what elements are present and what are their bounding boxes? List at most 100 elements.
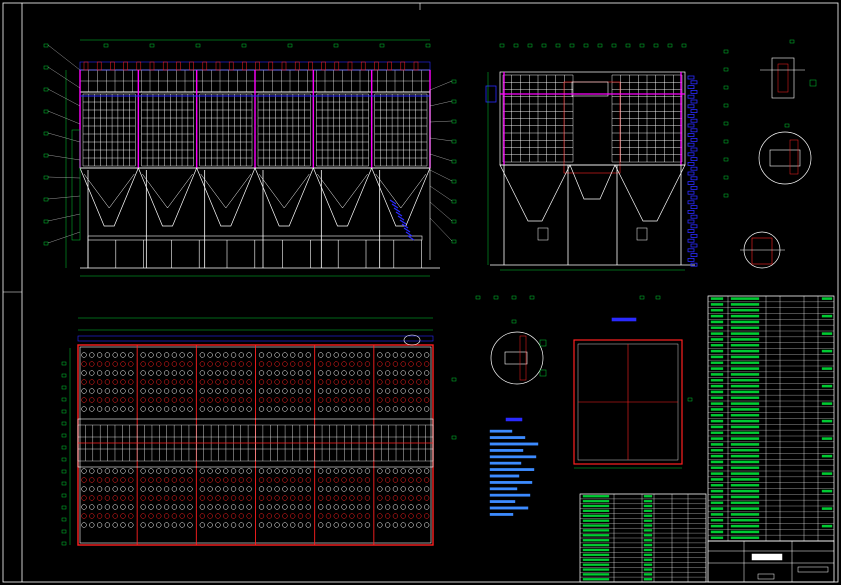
filter-bag xyxy=(148,504,154,510)
filter-bag xyxy=(408,504,414,510)
filter-bag xyxy=(199,406,205,412)
filter-bag xyxy=(230,370,237,376)
filter-bag xyxy=(325,397,332,403)
top-nozzle xyxy=(215,61,221,71)
filter-bag xyxy=(156,468,162,474)
filter-bag xyxy=(128,468,134,474)
title-scale xyxy=(757,573,775,580)
filter-bag xyxy=(416,370,422,376)
filter-bag xyxy=(179,468,185,474)
filter-bag xyxy=(364,388,371,394)
filter-bag xyxy=(290,397,296,403)
filter-bag xyxy=(333,477,339,483)
filter-bag xyxy=(199,504,205,510)
filter-bag xyxy=(223,361,229,367)
callout-box xyxy=(527,43,533,48)
cell-text xyxy=(730,361,760,365)
leader xyxy=(429,169,453,182)
cell-text xyxy=(643,573,653,576)
stair-step xyxy=(690,253,698,258)
filter-bag xyxy=(238,352,244,358)
callout-box xyxy=(611,43,617,48)
filter-bag xyxy=(325,406,332,412)
filter-bag xyxy=(416,522,422,528)
leader xyxy=(47,88,81,107)
filter-bag xyxy=(297,468,304,474)
filter-bag xyxy=(223,397,229,403)
filter-bag xyxy=(318,370,324,376)
cell-text xyxy=(730,309,760,312)
filter-bag xyxy=(266,468,272,474)
stair-step xyxy=(687,219,695,224)
cell-text xyxy=(582,543,610,547)
detail-a-core xyxy=(777,63,789,93)
cell-text xyxy=(821,454,833,458)
notes-title-mark xyxy=(505,417,523,422)
filter-bag xyxy=(207,468,213,474)
cell-text xyxy=(730,355,760,359)
filter-bag xyxy=(148,477,154,483)
cell-text xyxy=(582,573,610,576)
hopper xyxy=(614,164,686,222)
ladder xyxy=(403,227,411,233)
filter-bag xyxy=(357,352,363,358)
cell-text xyxy=(582,509,610,513)
filter-bag xyxy=(120,388,126,394)
note-line xyxy=(489,493,531,497)
filter-bag xyxy=(377,397,383,403)
side-elevation xyxy=(475,43,729,300)
filter-bag xyxy=(416,379,422,385)
callout-box xyxy=(451,377,457,382)
filter-bag xyxy=(187,397,193,403)
cell-text xyxy=(821,297,833,300)
cell-text xyxy=(730,425,760,429)
filter-bag xyxy=(140,388,146,394)
filter-bag xyxy=(274,477,280,483)
filter-bag xyxy=(223,513,229,519)
cell-text xyxy=(710,349,724,353)
filter-bag xyxy=(290,352,296,358)
filter-bag xyxy=(89,495,95,501)
callout-box xyxy=(789,39,795,44)
callout-box xyxy=(43,241,49,246)
filter-bag xyxy=(156,379,162,385)
cell-text xyxy=(710,431,724,435)
cell-text xyxy=(710,460,724,464)
filter-bag xyxy=(408,352,414,358)
top-nozzle xyxy=(242,61,247,71)
cell-text xyxy=(710,373,724,376)
filter-bag xyxy=(246,495,252,501)
filter-bag xyxy=(89,388,95,394)
filter-bag xyxy=(341,522,347,528)
filter-bag xyxy=(207,504,213,510)
filter-bag xyxy=(171,406,178,412)
filter-bag xyxy=(156,406,162,412)
filter-bag xyxy=(305,513,311,519)
filter-bag xyxy=(207,495,213,501)
filter-bag xyxy=(377,388,383,394)
filter-bag xyxy=(325,486,332,492)
callout-box xyxy=(513,43,519,48)
stair-step xyxy=(690,137,698,142)
stair-step xyxy=(687,190,695,195)
leader xyxy=(429,201,453,222)
leader xyxy=(47,213,81,222)
filter-bag xyxy=(416,504,422,510)
filter-bag xyxy=(199,370,205,376)
callout-box xyxy=(569,43,575,48)
detail-b-circle xyxy=(758,131,812,185)
top-nozzle xyxy=(360,61,366,71)
filter-bag xyxy=(112,495,118,501)
filter-bag xyxy=(349,406,355,412)
cell-text xyxy=(730,303,760,306)
callout-box xyxy=(451,199,457,204)
filter-bag xyxy=(364,397,371,403)
filter-bag xyxy=(187,388,193,394)
leader xyxy=(47,132,81,143)
cell-text xyxy=(582,539,610,542)
filter-bag xyxy=(274,379,280,385)
filter-bag xyxy=(325,477,332,483)
cell-text xyxy=(710,355,724,359)
cell-text xyxy=(730,338,760,341)
